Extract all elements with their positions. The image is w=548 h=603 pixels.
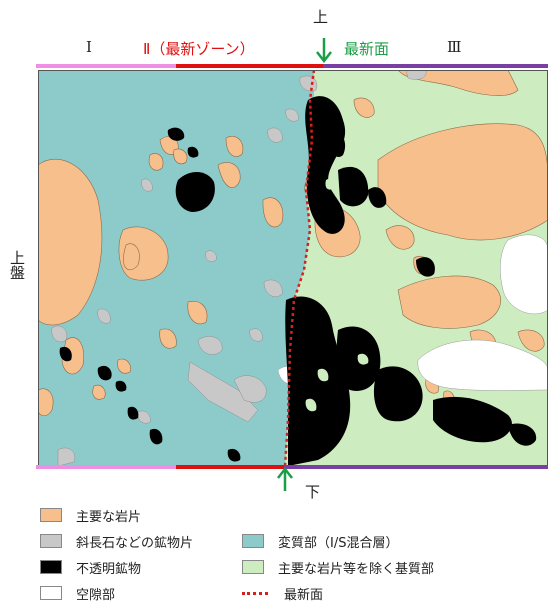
zone-3-label: Ⅲ xyxy=(447,38,462,56)
legend-swatch xyxy=(242,534,264,548)
legend-label: 最新面 xyxy=(284,587,324,603)
legend-label: 空隙部 xyxy=(76,587,116,603)
zone-2-bar-bottom xyxy=(176,465,284,469)
legend-matrix: 主要な岩片等を除く基質部 xyxy=(242,557,434,577)
legend-void: 空隙部 xyxy=(40,583,115,603)
legend-mineral-fragment: 斜長石などの鉱物片 xyxy=(40,531,193,551)
zone-1-bar-top xyxy=(36,64,176,68)
legend-swatch xyxy=(40,560,62,574)
zone-2-bar-top xyxy=(176,64,323,68)
legend-label: 主要な岩片等を除く基質部 xyxy=(278,561,435,577)
top-arrow-icon xyxy=(316,38,332,64)
newest-surface-label: 最新面 xyxy=(344,40,390,58)
legend-swatch xyxy=(40,534,62,548)
bottom-direction-label: 下 xyxy=(305,483,321,501)
zone-1-label: Ⅰ xyxy=(86,38,92,56)
legend-opaque-mineral: 不透明鉱物 xyxy=(40,557,141,577)
thin-section-map xyxy=(38,70,548,466)
legend-label: 不透明鉱物 xyxy=(76,561,142,577)
zone-1-bar-bottom xyxy=(36,465,176,469)
legend-altered-zone: 変質部（I/S混合層） xyxy=(242,531,398,551)
legend-dotted-line xyxy=(242,591,268,595)
zone-3-bar-bottom xyxy=(284,465,548,469)
legend-swatch xyxy=(242,560,264,574)
legend-label: 変質部（I/S混合層） xyxy=(278,535,399,551)
legend-label: 主要な岩片 xyxy=(76,509,142,525)
zone-3-bar-top xyxy=(323,64,548,68)
legend-newest-surface: 最新面 xyxy=(242,583,323,603)
zone-2-label: Ⅱ（最新ゾーン） xyxy=(143,40,255,58)
legend-swatch xyxy=(40,586,62,600)
legend-label: 斜長石などの鉱物片 xyxy=(76,535,194,551)
legend-rock-fragment: 主要な岩片 xyxy=(40,505,141,525)
top-direction-label: 上 xyxy=(313,8,329,26)
hanging-wall-label: 上盤 xyxy=(8,250,26,280)
bottom-arrow-icon xyxy=(277,467,293,491)
legend-swatch xyxy=(40,508,62,522)
